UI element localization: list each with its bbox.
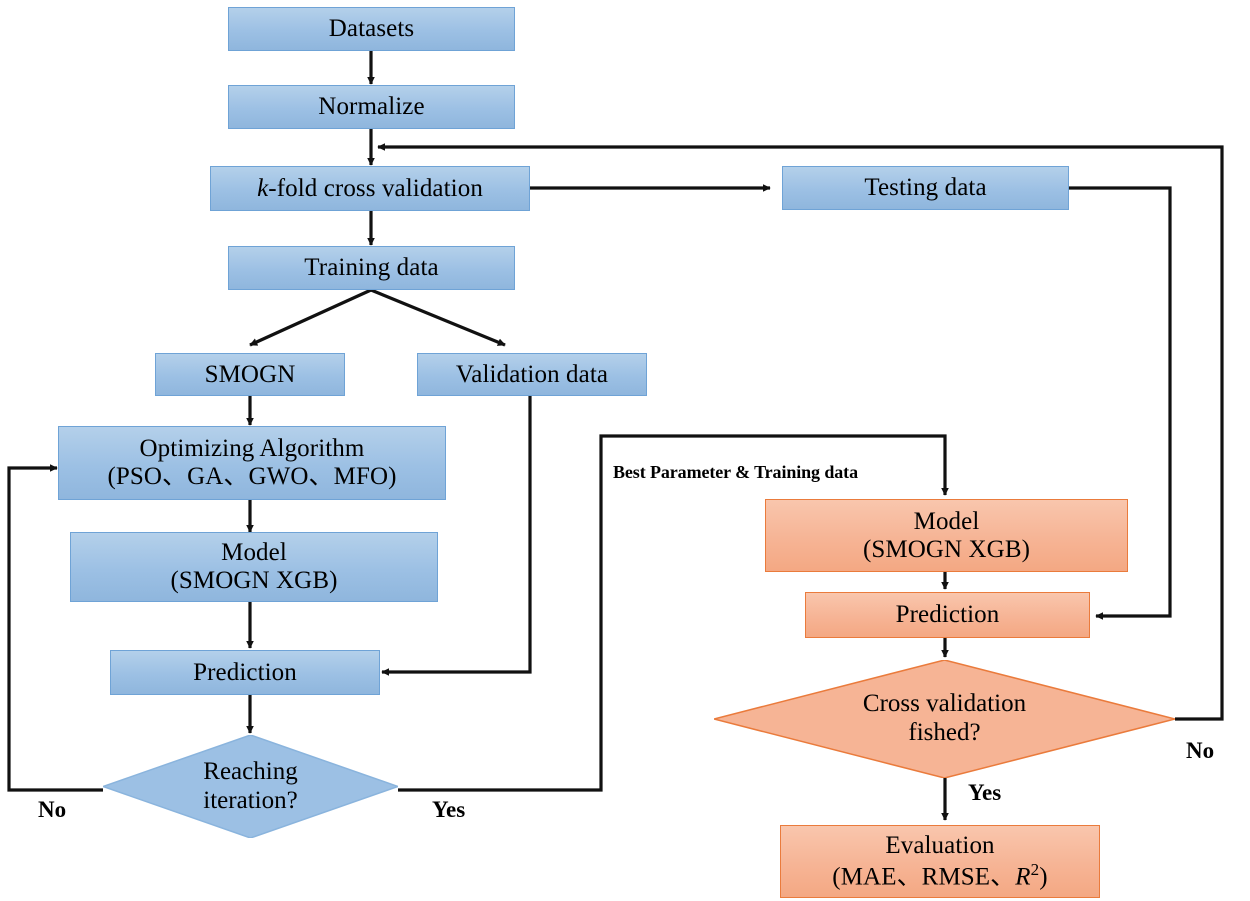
edge-crossval-no-loop xyxy=(377,143,1224,721)
node-model-blue[interactable]: Model (SMOGN XGB) xyxy=(70,532,438,602)
edge-label-no-right: No xyxy=(1186,738,1215,763)
node-evaluation-r-symbol: R xyxy=(1015,863,1031,891)
node-testing-data-label: Testing data xyxy=(864,174,987,201)
node-training-data[interactable]: Training data xyxy=(228,246,515,290)
node-smogn-label: SMOGN xyxy=(204,360,296,388)
edge-label-yes-bottom: Yes xyxy=(968,780,1002,805)
node-evaluation-line1: Evaluation xyxy=(885,831,995,859)
node-evaluation-line2: (MAE、RMSE、R2) xyxy=(832,860,1047,891)
node-reaching-iteration[interactable]: Reaching iteration? xyxy=(103,735,398,838)
node-reaching-iteration-label: Reaching iteration? xyxy=(203,758,297,816)
node-cross-validation-line1: Cross validation xyxy=(862,690,1027,718)
node-model-blue-line2: (SMOGN XGB) xyxy=(170,567,338,594)
node-smogn[interactable]: SMOGN xyxy=(155,353,345,396)
node-model-orange[interactable]: Model (SMOGN XGB) xyxy=(765,499,1128,572)
node-reaching-iteration-line1: Reaching xyxy=(203,757,298,785)
node-kfold-label: k-fold cross validation xyxy=(257,175,483,203)
node-kfold-cross-validation[interactable]: k-fold cross validation xyxy=(210,166,530,211)
edge-label-no-left: No xyxy=(38,797,67,822)
node-optimizing-algorithm-line2: (PSO、GA、GWO、MFO) xyxy=(107,463,397,490)
node-prediction-orange-label: Prediction xyxy=(895,601,1000,628)
node-model-blue-line1: Model xyxy=(221,539,287,566)
edge-label-yes-left: Yes xyxy=(432,797,466,822)
edge-training-validation xyxy=(370,288,506,347)
node-normalize-label: Normalize xyxy=(318,93,425,120)
node-model-orange-line1: Model xyxy=(913,507,980,535)
node-evaluation-metrics-suffix: ) xyxy=(1039,863,1048,891)
node-optimizing-algorithm-line1: Optimizing Algorithm xyxy=(139,435,365,462)
edge-reaching-no-loop xyxy=(7,464,103,792)
node-datasets-label: Datasets xyxy=(328,15,415,42)
node-reaching-iteration-line2: iteration? xyxy=(203,786,298,814)
node-cross-validation-label: Cross validation fished? xyxy=(863,690,1026,748)
edge-label-best-parameter: Best Parameter & Training data xyxy=(613,462,858,482)
cross-validation-diamond-shape xyxy=(714,660,1175,778)
node-datasets[interactable]: Datasets xyxy=(228,7,515,51)
node-model-orange-line2: (SMOGN XGB) xyxy=(862,535,1031,563)
reaching-iteration-diamond-shape xyxy=(103,735,398,838)
node-kfold-label-k: k xyxy=(257,174,269,202)
node-prediction-orange[interactable]: Prediction xyxy=(805,592,1090,638)
node-cross-validation-line2: fished? xyxy=(908,719,981,746)
node-evaluation-r-exponent: 2 xyxy=(1030,859,1040,879)
node-optimizing-algorithm[interactable]: Optimizing Algorithm (PSO、GA、GWO、MFO) xyxy=(58,426,446,500)
node-cross-validation-finished[interactable]: Cross validation fished? xyxy=(714,660,1175,778)
node-evaluation[interactable]: Evaluation (MAE、RMSE、R2) xyxy=(780,825,1100,898)
node-normalize[interactable]: Normalize xyxy=(228,85,515,129)
node-kfold-label-rest: -fold cross validation xyxy=(268,174,483,202)
node-prediction-blue-label: Prediction xyxy=(193,658,297,686)
edge-training-smogn xyxy=(249,288,372,347)
node-evaluation-metrics-prefix: (MAE、RMSE、 xyxy=(832,863,1016,891)
node-testing-data[interactable]: Testing data xyxy=(782,166,1069,210)
node-validation-data[interactable]: Validation data xyxy=(417,353,647,396)
node-training-data-label: Training data xyxy=(304,254,439,281)
node-prediction-blue[interactable]: Prediction xyxy=(110,650,380,695)
node-validation-data-label: Validation data xyxy=(455,360,609,388)
